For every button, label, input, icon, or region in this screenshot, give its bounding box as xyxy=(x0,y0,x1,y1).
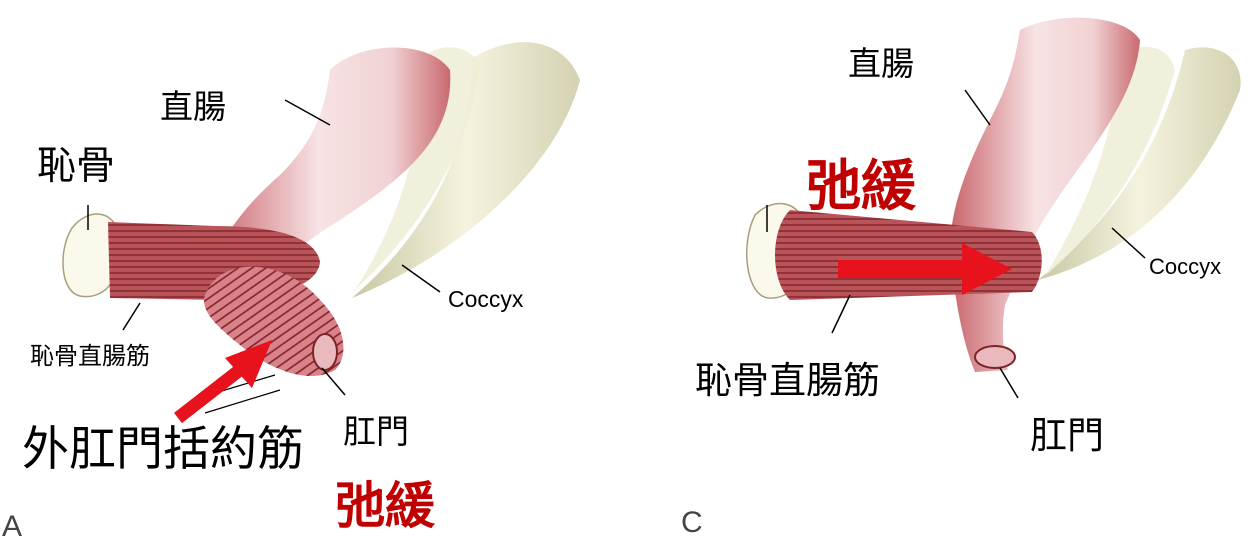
external-sphincter-label-a: 外肛門括約筋 xyxy=(22,426,304,473)
arrow-c-shaft xyxy=(838,260,968,278)
panel-letter-a: A xyxy=(2,512,22,542)
relax-label-a: 弛緩 xyxy=(335,481,435,531)
panel-letter-c: C xyxy=(681,508,703,538)
rectum-c-leader xyxy=(965,90,990,125)
anus-a-leader xyxy=(322,368,345,395)
anal-opening-c xyxy=(975,346,1015,368)
puborectalis-label-c: 恥骨直腸筋 xyxy=(695,362,880,399)
coccyx-label-a: Coccyx xyxy=(448,288,523,311)
relax-label-c: 弛緩 xyxy=(806,158,916,213)
puborectalis-label-a: 恥骨直腸筋 xyxy=(30,344,150,368)
anus-label-c: 肛門 xyxy=(1030,417,1104,454)
pubis-label-a: 恥骨 xyxy=(37,147,115,186)
puborectalis-a-leader xyxy=(123,303,140,330)
rectum-label-a: 直腸 xyxy=(160,90,226,123)
anal-opening-a xyxy=(313,334,337,370)
rectum-label-c: 直腸 xyxy=(848,47,914,80)
coccyx-a-leader xyxy=(402,265,440,292)
coccyx-label-c: Coccyx xyxy=(1149,256,1221,278)
anus-label-a: 肛門 xyxy=(343,415,409,448)
anus-c-leader xyxy=(1000,368,1018,398)
puborectalis-c-leader xyxy=(832,295,850,333)
